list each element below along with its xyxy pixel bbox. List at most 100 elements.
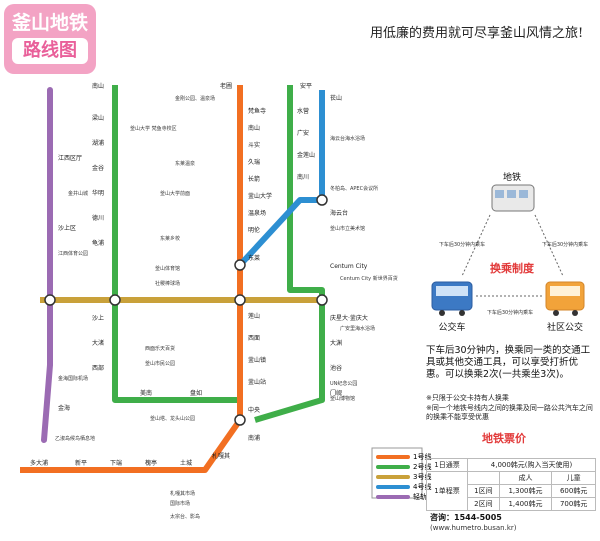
station-anhak: 盘如 (190, 389, 202, 397)
station-haeundae: 海云台 (330, 209, 348, 217)
note-eulsukdo: 乙淑岛候鸟栖息地 (55, 435, 95, 442)
station-namsan2: 南山 (248, 124, 260, 132)
station-namsan: 南山 (92, 82, 104, 90)
station-sasangku: 沙上区 (58, 224, 76, 232)
station-nampo: 南浦 (248, 434, 260, 442)
contact-phone: 咨询：1544-5005 (430, 513, 502, 522)
fare-adult-zone2: 1,400韩元 (498, 497, 553, 511)
note-dongbaek: 冬柏岛、APEC会议所 (330, 185, 378, 192)
note-art-museum: 釜山市立美术馆 (330, 225, 365, 232)
transfer-description: 下车后30分钟内，换乘同一类的交通工具或其他交通工具，可以享受打折优惠。可以换乘… (426, 345, 591, 380)
title-line2: 路线图 (12, 38, 88, 64)
station-busanjin: 釜山镇 (248, 356, 266, 364)
station-seomyeon: 西面 (248, 335, 260, 342)
station-nopo: 老圃 (220, 82, 232, 90)
station-sasang: 沙上 (92, 314, 104, 322)
note-citizen-park: 釜山市民公园 (145, 360, 175, 367)
transfer-edge-bottom: 下车后30分钟内乘车 (487, 309, 533, 316)
station-suyeong: 水营 (297, 107, 309, 115)
station-hwamyeong: 华明 (92, 189, 104, 197)
station-geumgok: 金谷 (92, 164, 104, 172)
station-dongnae: 东莱 (248, 254, 260, 262)
fare-table: 1日通票 4,000韩元(购入当天使用) 1单程票 成人 儿童 1区间 1,30… (425, 458, 596, 511)
line2-route[interactable] (112, 85, 325, 423)
fare-zone2: 2区间 (467, 497, 500, 511)
station-gupyeong: 江西区厅 (58, 155, 82, 162)
station-jigegol: 门岘 (330, 389, 342, 397)
station-jungang: 中央 (248, 406, 260, 414)
station-namcheon: 南川 (297, 173, 309, 181)
transfer-subway-label: 地铁 (503, 171, 521, 183)
station-beomeosa: 梵鱼寺 (248, 107, 266, 115)
station-hopo: 湖浦 (92, 139, 104, 147)
station-goejeong: 槐亭 (145, 459, 157, 467)
note-dongnae-hyanggyo: 东莱乡校 (160, 235, 180, 242)
note-dongnae-oncheon: 东莱温泉 (175, 160, 195, 167)
note-un-park: UN纪念公园 (330, 380, 357, 387)
fare-adult-header: 成人 (498, 471, 553, 485)
line4-route[interactable] (237, 90, 325, 268)
note-gwangalli: 广安里海水浴场 (340, 325, 375, 332)
station-jangsan: 苌山 (330, 94, 342, 102)
note-jagalchi-market: 札嘎其市场 (170, 490, 195, 497)
note-gangseo-park: 江西体育公园 (58, 250, 88, 257)
note-gym: 釜山体育馆 (155, 265, 180, 272)
fare-adult-zone1: 1,300韩元 (498, 484, 553, 498)
transfer-bus-label: 公交车 (438, 321, 465, 333)
attraction-notes: 金井山城 釜山大学 梵鱼寺校区 金刚公园、温泉场 东莱温泉 釜山大学前面 东莱乡… (55, 95, 398, 520)
transfer-nodes (44, 194, 328, 426)
fare-single-label: 1单程票 (425, 471, 469, 511)
station-motgol: 池谷 (330, 364, 342, 372)
station-deokcheon: 德川 (92, 214, 104, 222)
legend-line2: 2号线 (376, 462, 431, 472)
station-myeongnyun: 明伦 (248, 226, 260, 234)
station-centum: Centum City (330, 263, 368, 270)
station-gimhae: 金海 (58, 404, 70, 412)
station-geumnyeonsan: 金莲山 (297, 151, 315, 159)
station-yangsan: 梁山 (92, 114, 104, 122)
note-lotte: 西面乐天百货 (145, 345, 175, 352)
station-jangjeon: 长箭 (248, 175, 260, 183)
transfer-village-bus-label: 社区公交 (547, 321, 583, 333)
note-museum: 釜山博物馆 (330, 395, 355, 402)
fare-daypass-label: 1日通票 (425, 458, 469, 472)
station-seobu: 西部 (92, 364, 104, 372)
note-airport: 金海国际机场 (58, 375, 88, 382)
transfer-diagram: 地铁 公交车 社区公交 换乘制度 下车后30分钟内乘车 下车后30分钟内乘车 下… (431, 171, 588, 333)
station-anpyeong: 安平 (300, 82, 312, 90)
station-guseo: 久瑞 (248, 158, 260, 166)
title-badge: 釜山地铁 路线图 (4, 4, 96, 74)
note-busanuniv-front: 釜山大学前面 (160, 190, 190, 197)
station-labels: 南山 老圃 安平 梵鱼寺 南山 斗实 久瑞 长箭 釜山大学 温泉场 明伦 东莱 … (30, 82, 368, 467)
station-busanuniv: 釜山大学 (248, 192, 272, 200)
slogan: 用低廉的费用就可尽享釜山风情之旅! (370, 26, 584, 41)
fare-daypass-value: 4,000韩元(购入当天使用) (467, 458, 596, 472)
transfer-edge-right: 下车后30分钟内乘车 (542, 241, 588, 248)
station-hadan: 下端 (110, 459, 122, 467)
note-sajik: 社稷棒球场 (155, 280, 180, 287)
note-busanuniv: 釜山大学 梵鱼寺校区 (130, 125, 177, 132)
station-gwangan: 广安 (297, 129, 309, 137)
transfer-note2: ※同一个地铁号线内之间的换乘及同一路公共汽车之间的换乘不能享受优惠 (426, 404, 593, 421)
station-minam: 美南 (140, 389, 152, 397)
fare-child-zone2: 700韩元 (551, 497, 596, 511)
station-gupo: 龟浦 (92, 239, 104, 247)
title-line1: 釜山地铁 (11, 12, 88, 34)
fare-title: 地铁票价 (482, 432, 526, 445)
note-gukje-market: 国际市场 (170, 500, 190, 507)
note-busan-tower: 釜山塔、龙头山公园 (150, 415, 195, 422)
station-busanstation: 釜山站 (248, 378, 266, 386)
transfer-edge-left: 下车后30分钟内乘车 (439, 241, 485, 248)
station-daeyeon: 大渊 (330, 339, 342, 347)
station-daejeo: 大渚 (92, 339, 104, 347)
transfer-title: 换乘制度 (490, 261, 535, 275)
light-rail-line[interactable] (41, 87, 53, 443)
note-geumjeong: 金井山城 (68, 190, 88, 197)
note-centum: Centum City 新世界百货 (340, 275, 398, 282)
legend-light-rail: 轻轨 (376, 492, 431, 502)
note-haeundae-beach: 海云台海水浴场 (330, 135, 365, 142)
fare-zone1: 1区间 (467, 484, 500, 498)
contact-url[interactable]: (www.humetro.busan.kr) (430, 524, 517, 532)
